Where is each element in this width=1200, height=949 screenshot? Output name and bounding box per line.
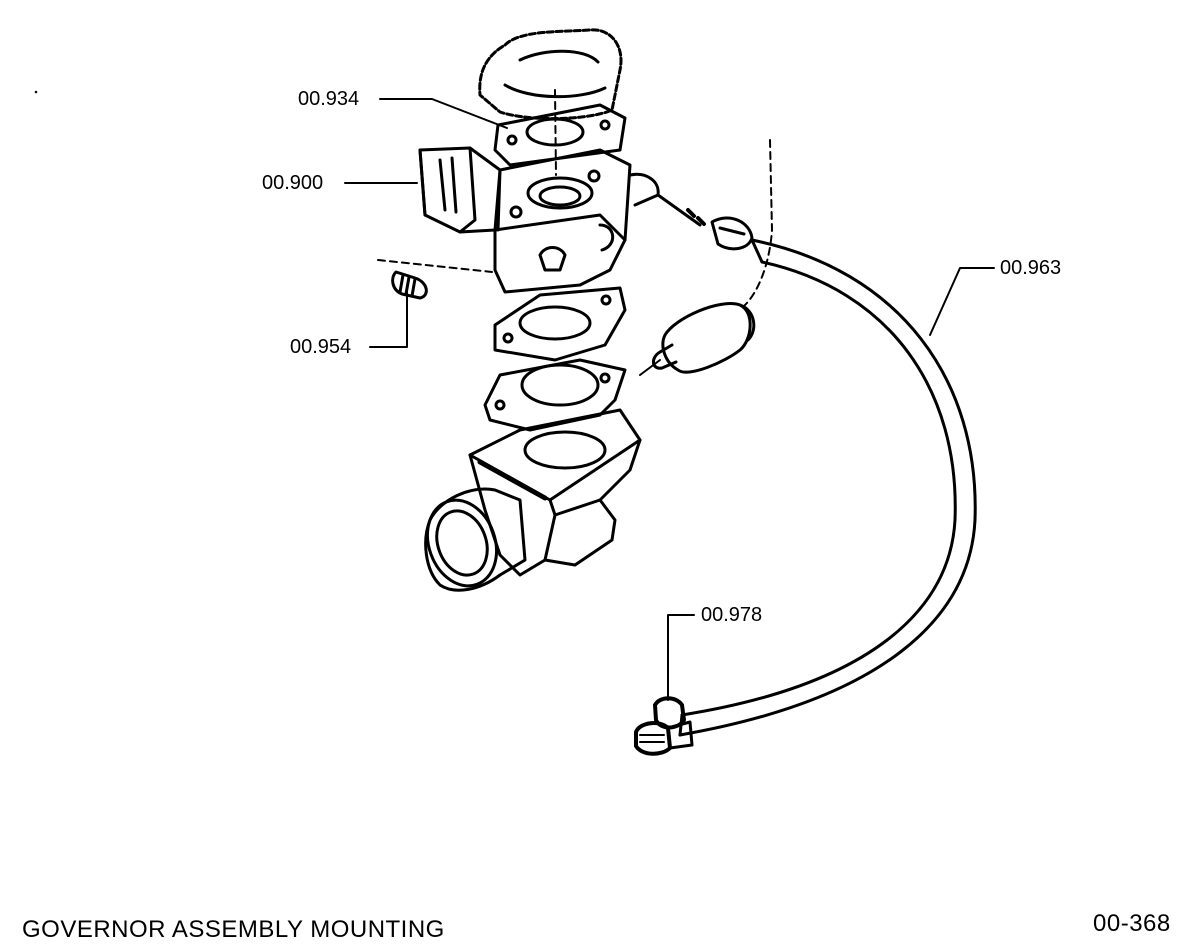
diagram-title: GOVERNOR ASSEMBLY MOUNTING (22, 916, 445, 943)
filter-canister (639, 302, 756, 376)
callout-00-900: 00.900 (262, 172, 324, 194)
callout-00-934: 00.934 (298, 88, 360, 110)
callout-00-954: 00.954 (290, 336, 352, 358)
carburetor-base (424, 408, 642, 592)
callout-leader-lines (344, 98, 995, 701)
hose-963 (678, 238, 977, 737)
plug-954 (391, 270, 428, 300)
callout-00-978: 00.978 (701, 604, 763, 626)
gasket-934 (493, 103, 627, 167)
governor-housing-900 (418, 146, 660, 294)
linkage-rod (656, 193, 754, 251)
fitting-978 (634, 696, 694, 756)
scan-speck (34, 90, 38, 94)
page-number: 00-368 (1093, 910, 1171, 937)
dashed-guide-lines (377, 89, 773, 306)
flange-plate (483, 358, 627, 432)
callout-00-963: 00.963 (1000, 257, 1062, 279)
lower-gasket (493, 286, 627, 362)
